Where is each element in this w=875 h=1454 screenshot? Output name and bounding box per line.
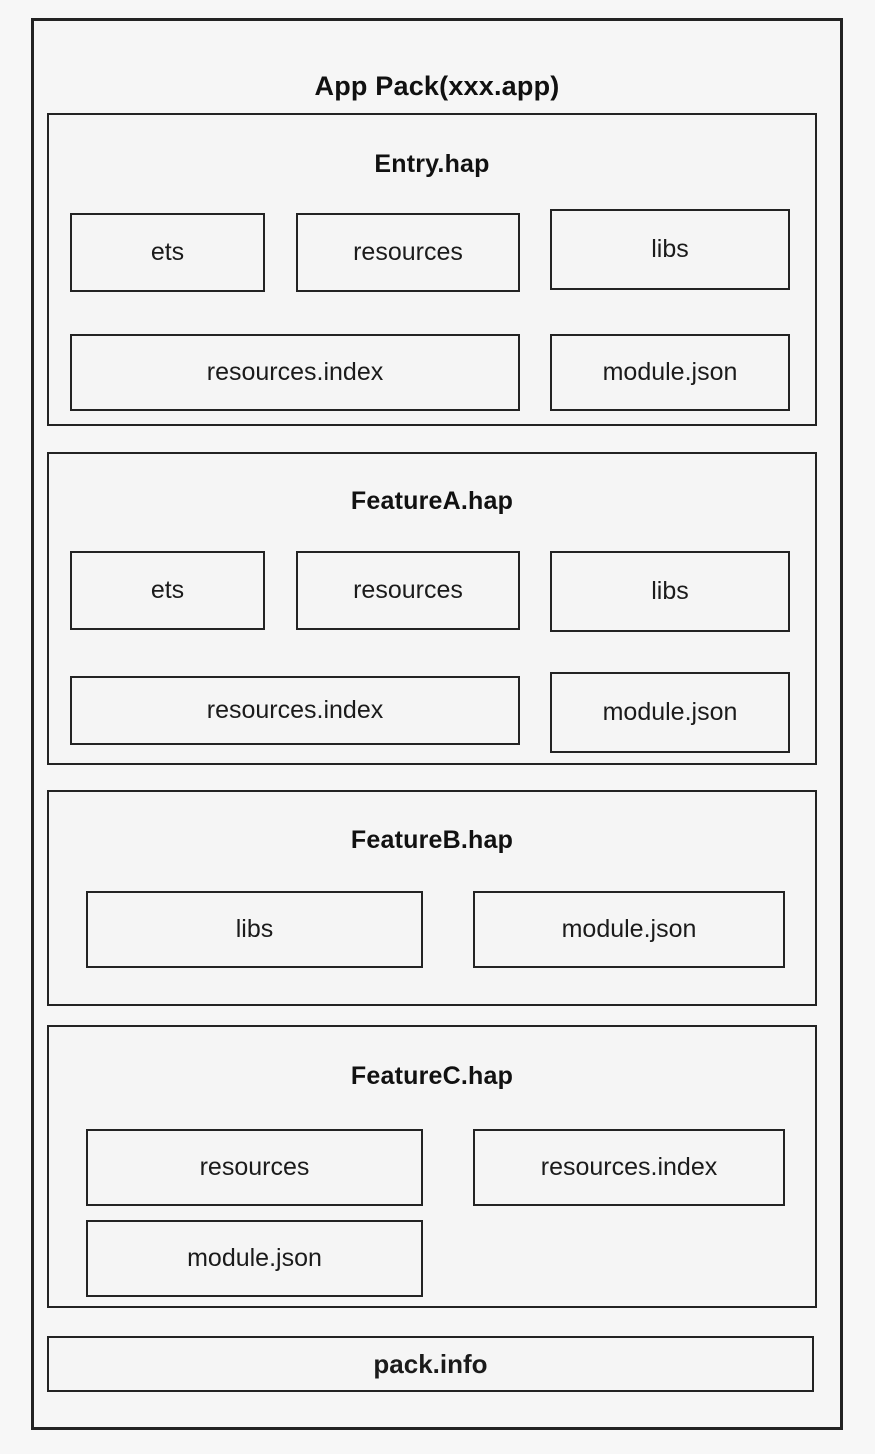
- item-featurea-resources[interactable]: resources: [296, 551, 520, 630]
- item-label: resources: [353, 576, 463, 604]
- section-title-featurea-hap: FeatureA.hap: [350, 487, 514, 515]
- item-label: pack.info: [373, 1349, 488, 1379]
- item-entry-resources[interactable]: resources: [296, 213, 520, 292]
- item-label: resources.index: [540, 1153, 718, 1181]
- section-title-featurec-hap: FeatureC.hap: [350, 1062, 514, 1090]
- item-featureb-module-json[interactable]: module.json: [473, 891, 785, 968]
- item-label: libs: [651, 577, 689, 605]
- item-featureb-libs[interactable]: libs: [86, 891, 423, 968]
- item-label: ets: [150, 238, 185, 266]
- item-pack-info[interactable]: pack.info: [47, 1336, 814, 1392]
- item-featurec-resources-index[interactable]: resources.index: [473, 1129, 785, 1206]
- item-label: module.json: [187, 1244, 322, 1272]
- item-label: resources: [199, 1153, 310, 1181]
- item-featurec-module-json[interactable]: module.json: [86, 1220, 423, 1297]
- item-featurea-libs[interactable]: libs: [550, 551, 790, 632]
- item-featurec-resources[interactable]: resources: [86, 1129, 423, 1206]
- app-pack-title: App Pack(xxx.app): [314, 71, 560, 101]
- item-label: resources.index: [206, 696, 384, 724]
- item-label: module.json: [602, 358, 738, 386]
- section-title-featureb-hap: FeatureB.hap: [350, 826, 514, 854]
- item-label: ets: [150, 576, 185, 604]
- item-entry-module-json[interactable]: module.json: [550, 334, 790, 411]
- item-entry-libs[interactable]: libs: [550, 209, 790, 290]
- item-featurea-module-json[interactable]: module.json: [550, 672, 790, 753]
- section-title-entry-hap: Entry.hap: [374, 150, 490, 178]
- item-featurea-resources-index[interactable]: resources.index: [70, 676, 520, 745]
- item-entry-resources-index[interactable]: resources.index: [70, 334, 520, 411]
- item-label: libs: [235, 915, 274, 943]
- item-label: resources.index: [206, 358, 384, 386]
- item-label: libs: [651, 235, 689, 263]
- item-featurea-ets[interactable]: ets: [70, 551, 265, 630]
- item-label: module.json: [602, 698, 738, 726]
- item-label: module.json: [561, 915, 697, 943]
- item-entry-ets[interactable]: ets: [70, 213, 265, 292]
- item-label: resources: [353, 238, 463, 266]
